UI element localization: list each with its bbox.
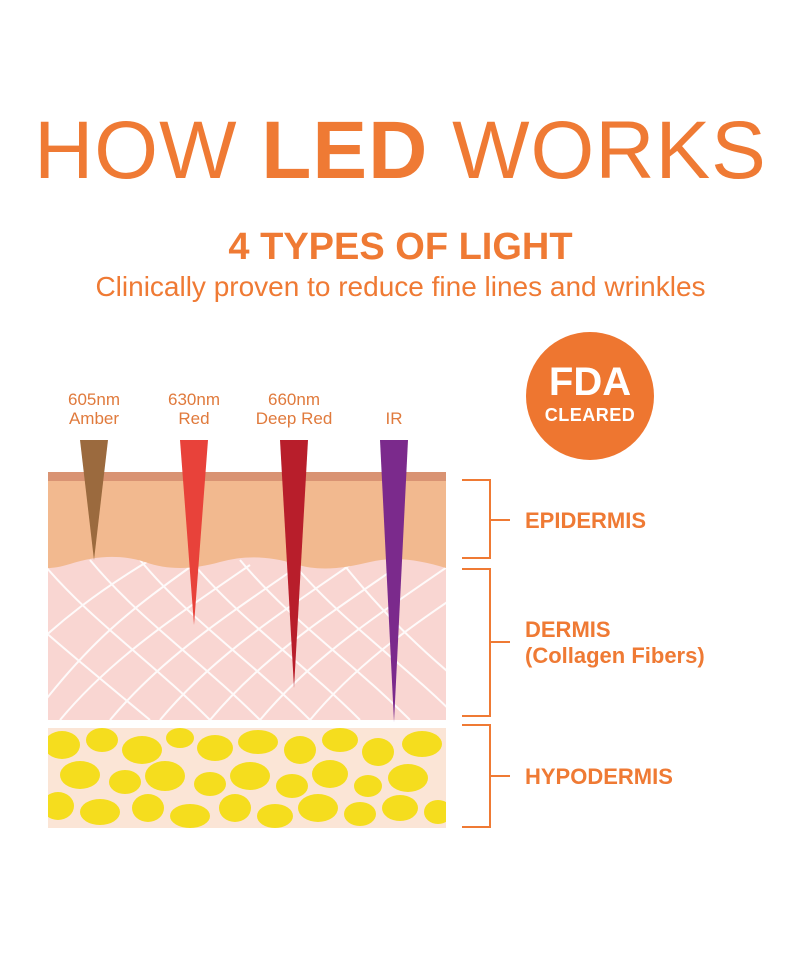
- light-label-red: 630nm Red: [139, 390, 249, 428]
- collagen-fibers: [48, 559, 446, 720]
- light-name: Deep Red: [255, 409, 333, 428]
- dermis-layer: [48, 540, 446, 720]
- epidermis-bracket: [462, 479, 491, 559]
- hypodermis-layer: [48, 728, 446, 828]
- epidermis-fill: [48, 481, 446, 569]
- amber-light-beam: [80, 440, 108, 560]
- fda-cleared-badge: FDA CLEARED: [526, 332, 654, 460]
- light-wavelength: 660nm: [268, 390, 320, 409]
- dermis-label: DERMIS: [525, 617, 611, 642]
- light-wavelength: 605nm: [68, 390, 120, 409]
- dermis-sublabel: (Collagen Fibers): [525, 643, 705, 668]
- epidermis-label: EPIDERMIS: [525, 508, 647, 533]
- red-light-beam: [180, 440, 208, 625]
- subtitle: 4 TYPES OF LIGHT: [228, 226, 573, 268]
- layer-brackets: [462, 479, 510, 828]
- deep-red-light-beam: [280, 440, 308, 688]
- badge-line2: CLEARED: [544, 405, 636, 425]
- light-name: Amber: [68, 409, 120, 428]
- title-how: HOW: [34, 105, 238, 196]
- light-label-ir: IR: [339, 409, 449, 428]
- page-title: HOW LED WORKS: [0, 110, 801, 192]
- title-led: LED: [261, 105, 429, 196]
- epidermis-layer: [48, 472, 446, 569]
- light-label-deep-red: 660nm Deep Red: [239, 390, 349, 428]
- light-name: IR: [385, 409, 403, 428]
- light-label-amber: 605nm Amber: [39, 390, 149, 428]
- fat-cells: [48, 728, 446, 828]
- hypodermis-bracket: [462, 724, 491, 828]
- hypodermis-label: HYPODERMIS: [525, 764, 673, 789]
- light-wavelength: 630nm: [168, 390, 220, 409]
- dermis-bracket: [462, 568, 491, 717]
- light-name: Red: [178, 409, 210, 428]
- title-works: WORKS: [452, 105, 767, 196]
- badge-line1: FDA: [548, 360, 632, 404]
- tagline: Clinically proven to reduce fine lines a…: [95, 271, 706, 302]
- epidermis-top-line: [48, 472, 446, 481]
- ir-light-beam: [380, 440, 408, 722]
